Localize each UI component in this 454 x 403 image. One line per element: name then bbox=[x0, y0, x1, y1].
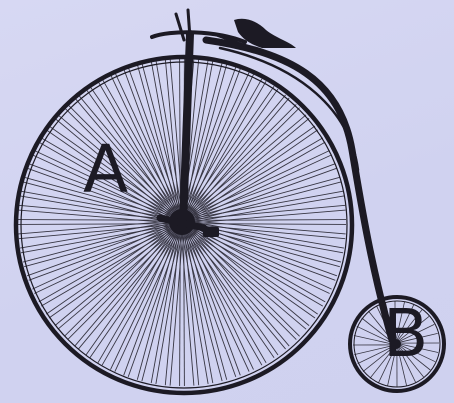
wheel-label-b: B bbox=[383, 301, 428, 367]
wheel-spoke bbox=[191, 164, 336, 217]
wheel-spoke bbox=[124, 231, 177, 376]
wheel-spoke bbox=[188, 104, 297, 213]
wheel-spoke bbox=[29, 227, 174, 280]
wheel-spoke bbox=[68, 230, 177, 339]
wheel-spoke bbox=[192, 224, 346, 225]
wheel-spoke bbox=[188, 230, 306, 330]
wheel-spoke bbox=[184, 232, 185, 386]
wheel-spoke bbox=[190, 108, 299, 217]
wheel-spoke bbox=[64, 228, 173, 337]
wheel-spoke bbox=[190, 228, 290, 346]
pedal bbox=[203, 227, 219, 237]
wheel-spoke bbox=[180, 58, 181, 212]
wheel-label-a: A bbox=[83, 137, 128, 203]
wheel-spoke bbox=[192, 220, 346, 221]
wheel-spoke bbox=[187, 69, 240, 214]
wheel-spoke bbox=[187, 231, 240, 376]
wheel-spoke bbox=[18, 220, 172, 221]
wheel-spoke bbox=[75, 228, 175, 346]
wheel-spoke bbox=[124, 69, 177, 214]
wheel-spoke bbox=[190, 98, 290, 216]
wheel-spoke bbox=[18, 224, 172, 225]
wheel-spoke bbox=[58, 230, 176, 330]
wheel-spoke bbox=[190, 228, 299, 337]
wheel-spoke bbox=[188, 230, 297, 339]
wheel-spoke bbox=[188, 115, 306, 215]
wheel-spoke bbox=[180, 232, 181, 386]
